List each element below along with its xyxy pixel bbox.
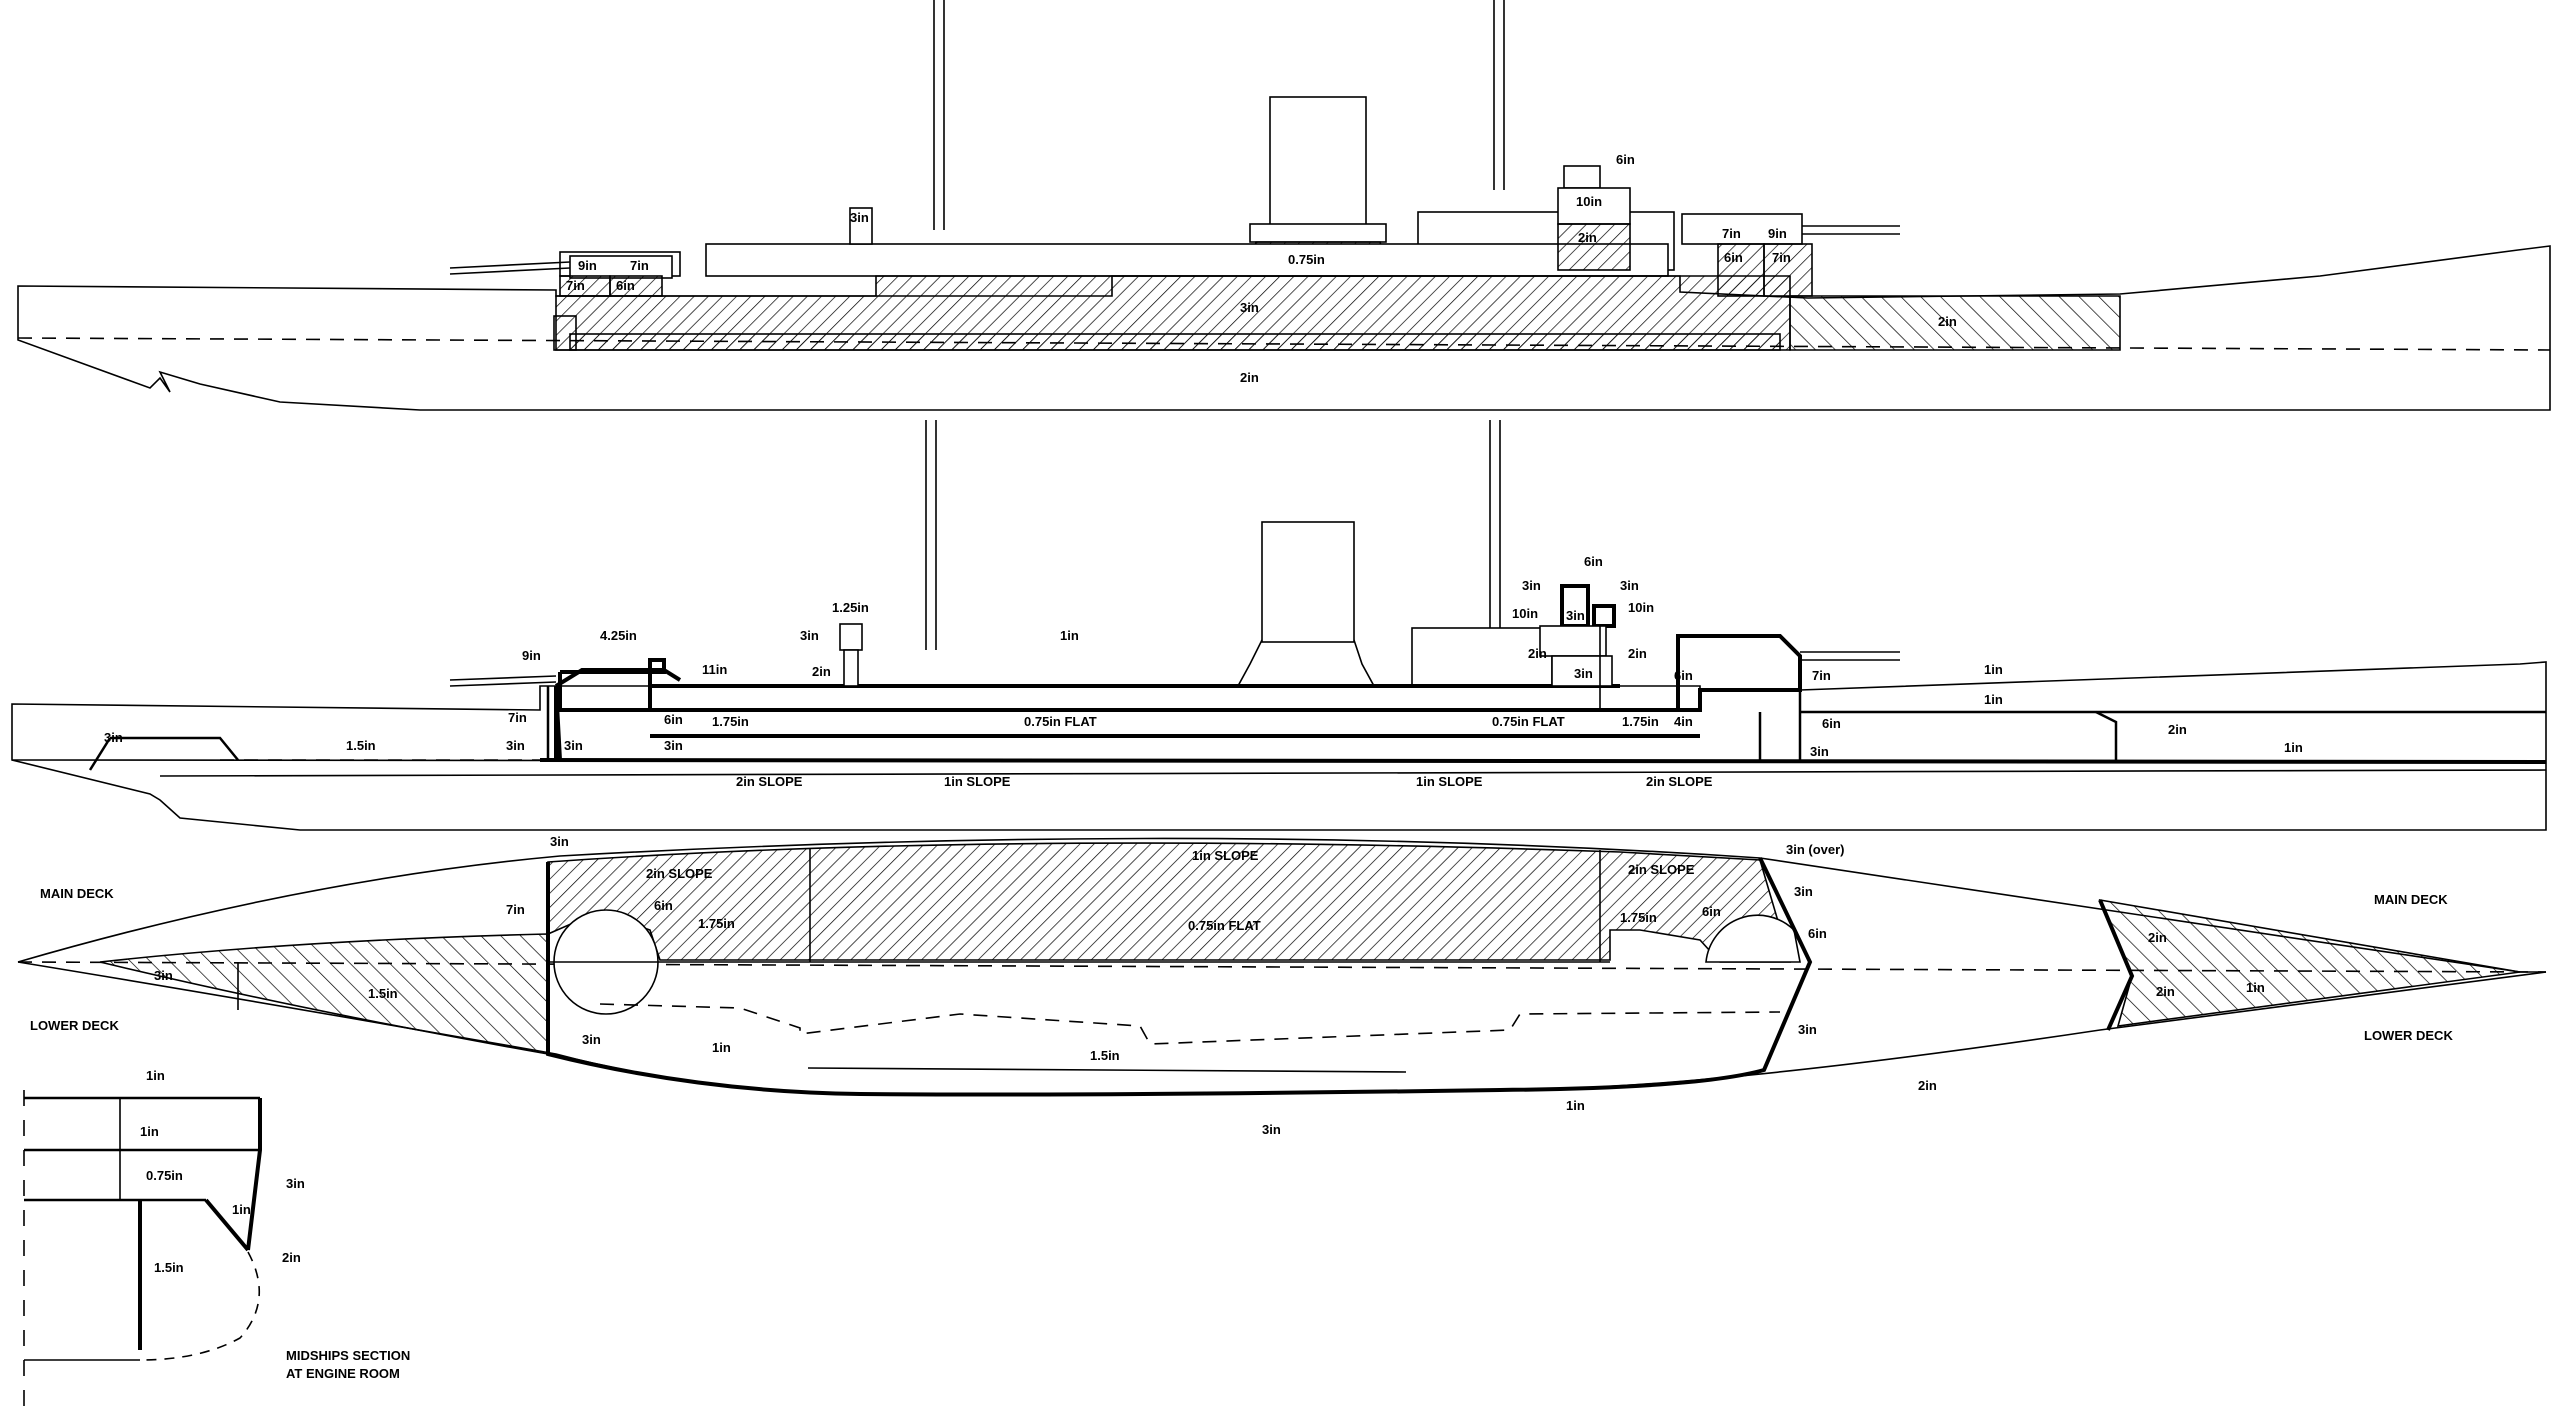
inboard-label: 1.5in	[346, 738, 376, 753]
plan-label: 6in	[654, 898, 673, 913]
inboard-label: 3in	[506, 738, 525, 753]
inboard-label: 2in	[1628, 646, 1647, 661]
inboard-label: 3in	[1810, 744, 1829, 759]
plan-label: 6in	[1808, 926, 1827, 941]
inboard-label: 1.25in	[832, 600, 869, 615]
inboard-label: 1in	[2284, 740, 2303, 755]
section-label: 1.5in	[154, 1260, 184, 1275]
plan-label: 1in	[1566, 1098, 1585, 1113]
plan-label: 7in	[506, 902, 525, 917]
inboard-label: 0.75in FLAT	[1492, 714, 1565, 729]
plan-label: 3in	[1262, 1122, 1281, 1137]
plan-label: 6in	[1702, 904, 1721, 919]
inboard-label: 1in SLOPE	[944, 774, 1011, 789]
inboard-label: 4in	[1674, 714, 1693, 729]
profile-label: 2in	[1938, 314, 1957, 329]
inboard-label: 1in SLOPE	[1416, 774, 1483, 789]
plan-label: 3in (over)	[1786, 842, 1845, 857]
plan-label: 1.75in	[698, 916, 735, 931]
inboard-label: 0.75in FLAT	[1024, 714, 1097, 729]
profile-label: 6in	[616, 278, 635, 293]
inboard-label: 10in	[1512, 606, 1538, 621]
inboard-label: 6in	[1822, 716, 1841, 731]
plan-label: 1in SLOPE	[1192, 848, 1259, 863]
inboard-label: 3in	[1574, 666, 1593, 681]
inboard-label: 2in	[1528, 646, 1547, 661]
profile-label: 9in	[1768, 226, 1787, 241]
plan-label: 2in	[1918, 1078, 1937, 1093]
plan-label: 1.5in	[1090, 1048, 1120, 1063]
inboard-label: 4.25in	[600, 628, 637, 643]
inboard-label: 1in	[1060, 628, 1079, 643]
plan-lower-deck-left: LOWER DECK	[30, 1018, 119, 1033]
profile-label: 3in	[1240, 300, 1259, 315]
inboard-label: 6in	[1674, 668, 1693, 683]
section-label: 3in	[286, 1176, 305, 1191]
plan-label: 2in SLOPE	[1628, 862, 1695, 877]
inboard-label: 11in	[702, 662, 727, 677]
profile-label: 7in	[1722, 226, 1741, 241]
profile-label: 3in	[850, 210, 869, 225]
inboard-label: 3in	[1620, 578, 1639, 593]
profile-label: 0.75in	[1288, 252, 1325, 267]
profile-label: 6in	[1724, 250, 1743, 265]
profile-label: 7in	[1772, 250, 1791, 265]
plan-label: 1.5in	[368, 986, 398, 1001]
profile-view: 0.75in 9in 7in 7in 6in 7in 9in 6in 7in 6…	[17, 0, 2551, 411]
plan-main-deck-right: MAIN DECK	[2374, 892, 2448, 907]
inboard-label: 7in	[508, 710, 527, 725]
plan-main-deck-left: MAIN DECK	[40, 886, 114, 901]
inboard-label: 9in	[522, 648, 541, 663]
plan-label: 2in SLOPE	[646, 866, 713, 881]
plan-label: 1.75in	[1620, 910, 1657, 925]
deck-plan-view: MAIN DECK LOWER DECK MAIN DECK LOWER DEC…	[17, 834, 2547, 1137]
inboard-label: 3in	[800, 628, 819, 643]
inboard-label: 2in	[2168, 722, 2187, 737]
inboard-label: 3in	[1566, 608, 1585, 623]
plan-label: 3in	[1794, 884, 1813, 899]
plan-label: 1in	[712, 1040, 731, 1055]
midships-section: 1in 1in 0.75in 3in 1in 2in 1.5in MIDSHIP…	[23, 1068, 410, 1420]
inboard-label: 2in SLOPE	[1646, 774, 1713, 789]
profile-label: 10in	[1576, 194, 1602, 209]
profile-label: 2in	[1578, 230, 1597, 245]
inboard-label: 2in SLOPE	[736, 774, 803, 789]
inboard-label: 1in	[1984, 692, 2003, 707]
inboard-label: 6in	[664, 712, 683, 727]
plan-label: 2in	[2148, 930, 2167, 945]
section-label: 1in	[140, 1124, 159, 1139]
section-label: 1in	[146, 1068, 165, 1083]
profile-label: 7in	[566, 278, 585, 293]
plan-label: 0.75in FLAT	[1188, 918, 1261, 933]
section-label: 0.75in	[146, 1168, 183, 1183]
inboard-label: 3in	[1522, 578, 1541, 593]
profile-label: 9in	[578, 258, 597, 273]
profile-label: 6in	[1616, 152, 1635, 167]
inboard-profile-view: 6in 3in 3in 10in 3in 10in 2in 2in 3in 6i…	[11, 420, 2547, 831]
inboard-label: 3in	[104, 730, 123, 745]
profile-label: 2in	[1240, 370, 1259, 385]
section-label: 2in	[282, 1250, 301, 1265]
plan-label: 3in	[1798, 1022, 1817, 1037]
plan-label: 3in	[550, 834, 569, 849]
plan-label: 3in	[582, 1032, 601, 1047]
inboard-label: 10in	[1628, 600, 1654, 615]
plan-label: 3in	[154, 968, 173, 983]
inboard-label: 3in	[564, 738, 583, 753]
inboard-label: 2in	[812, 664, 831, 679]
inboard-label: 6in	[1584, 554, 1603, 569]
inboard-label: 1in	[1984, 662, 2003, 677]
section-title-line2: AT ENGINE ROOM	[286, 1366, 400, 1381]
plan-lower-deck-right: LOWER DECK	[2364, 1028, 2453, 1043]
plan-label: 1in	[2246, 980, 2265, 995]
profile-label: 7in	[630, 258, 649, 273]
section-title-line1: MIDSHIPS SECTION	[286, 1348, 410, 1363]
inboard-label: 3in	[664, 738, 683, 753]
inboard-label: 7in	[1812, 668, 1831, 683]
section-label: 1in	[232, 1202, 251, 1217]
inboard-label: 1.75in	[1622, 714, 1659, 729]
inboard-label: 1.75in	[712, 714, 749, 729]
plan-label: 2in	[2156, 984, 2175, 999]
